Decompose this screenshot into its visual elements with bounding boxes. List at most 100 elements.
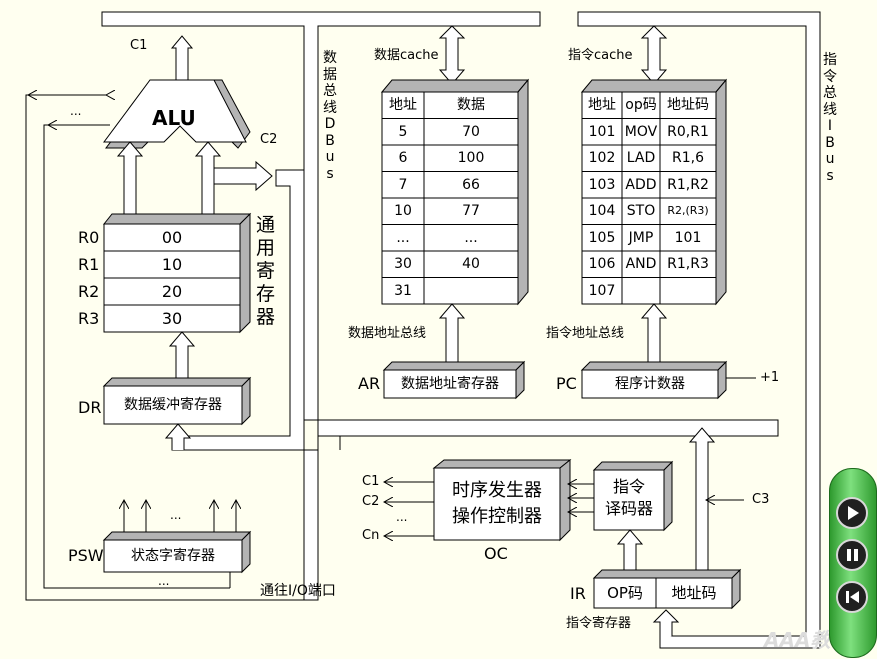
table-cell: R1,R2 [667, 176, 709, 193]
table-header-cell: 数据 [457, 97, 485, 113]
data-addr-bus-label: 数据地址总线 [348, 326, 427, 341]
general-regs-label: 通 用 寄 存 器 [256, 214, 276, 328]
plus-one-label: +1 [760, 370, 780, 385]
psw-outputs [124, 500, 236, 532]
alu-to-bus-arrow [213, 160, 273, 192]
table-cell: 31 [394, 282, 412, 299]
ir-label: IR [570, 584, 586, 603]
table-cell: 7 [398, 176, 408, 193]
pc-up-arrow [640, 303, 668, 363]
table-cell: ADD [625, 176, 657, 193]
data-table-shape [380, 78, 530, 306]
table-cell: 100 [457, 150, 485, 166]
pc-label: PC [556, 374, 577, 393]
instr-cache-label: 指令cache [568, 48, 633, 63]
ibus-label: 指 令 总 线 I B u s [823, 52, 837, 184]
instr-table-shape [580, 78, 728, 306]
dr-label: DR [78, 398, 102, 417]
alu-shape [103, 79, 251, 149]
table-cell: 5 [398, 123, 408, 140]
table-cell [660, 278, 716, 305]
dots-psw-top: ... [170, 508, 182, 522]
decoder-box: 指令 译码器 [604, 477, 653, 518]
ir-op-field: OP码 [607, 584, 643, 602]
c3-label: C3 [752, 492, 770, 507]
oc-box: 时序发生器 操作控制器 [452, 480, 542, 527]
c1-top-label: C1 [130, 38, 148, 53]
table-cell: JMP [628, 229, 654, 246]
decoder-box-shape [592, 460, 674, 532]
c2-alu-label: C2 [260, 132, 278, 147]
psw-box: 状态字寄存器 [131, 548, 215, 564]
register-name: R0 [78, 228, 100, 247]
table-cell: R0,R1 [667, 123, 709, 140]
dbus-label: 数 据 总 线 D B u s [323, 50, 337, 182]
ar-label: AR [358, 374, 381, 393]
pause-icon [847, 549, 858, 561]
table-cell [424, 278, 518, 305]
table-cell: R1,6 [672, 150, 704, 166]
dr-box-shape [102, 376, 252, 426]
register-row: R2 20 [76, 278, 242, 305]
data-cache-label: 数据cache [374, 48, 439, 63]
table-cell: 6 [398, 150, 408, 166]
rewind-button[interactable] [836, 581, 868, 613]
dots-alu: ... [70, 104, 82, 118]
ar-box: 数据地址寄存器 [401, 376, 499, 392]
oc-label: OC [484, 544, 508, 563]
table-cell: 40 [462, 256, 480, 272]
play-icon [848, 506, 859, 520]
bus-to-ir-arrow [652, 609, 680, 640]
pause-button[interactable] [836, 539, 868, 571]
alu-output-arrow [170, 35, 194, 81]
table-header-cell: 地址 [389, 97, 417, 113]
psw-box-shape [102, 530, 252, 574]
table-cell: 101 [674, 229, 702, 246]
alu-input-right [194, 141, 222, 215]
table-cell: AND [625, 256, 657, 272]
table-cell: R1,R3 [667, 256, 709, 272]
ir-caption: 指令寄存器 [566, 616, 632, 631]
pc-box-shape [580, 360, 728, 400]
register-name: R1 [78, 255, 100, 274]
cache-arrows [438, 25, 668, 85]
table-cell: 107 [588, 282, 616, 299]
table-cell: LAD [626, 150, 656, 166]
table-cell: ... [464, 229, 478, 246]
table-cell: 30 [394, 256, 412, 272]
register-value: 10 [161, 255, 183, 274]
table-cell: 102 [588, 150, 616, 166]
register-value: 00 [161, 228, 183, 247]
ar-up-arrow [438, 303, 466, 363]
table-cell: STO [626, 203, 656, 219]
ar-box-shape [382, 360, 526, 400]
dr-box: 数据缓冲寄存器 [124, 397, 222, 413]
dots-psw-bottom: ... [158, 574, 170, 588]
c2-label: C2 [362, 494, 380, 509]
play-button[interactable] [836, 497, 868, 529]
table-cell: 70 [462, 123, 480, 140]
bus-to-dr-arrow [164, 423, 192, 450]
ir-to-pc-arrow [688, 427, 716, 570]
table-cell: 77 [462, 203, 480, 219]
table-header-cell: 地址 [588, 97, 616, 113]
ir-box-shape [592, 568, 742, 610]
register-value: 20 [161, 282, 183, 301]
register-name: R3 [78, 309, 100, 328]
register-row: R1 10 [76, 251, 242, 278]
instr-addr-bus-label: 指令地址总线 [546, 326, 625, 341]
ir-to-decoder-arrow [616, 529, 644, 570]
table-cell: 103 [588, 176, 616, 193]
table-cell: 104 [588, 203, 616, 219]
table-header-cell: 地址码 [667, 97, 709, 113]
register-row: R0 00 [76, 224, 242, 251]
table-cell: 10 [394, 203, 412, 219]
register-file [102, 212, 252, 334]
psw-label: PSW [68, 546, 104, 565]
cn-label: Cn [362, 528, 380, 543]
skip-back-icon [846, 591, 859, 603]
register-name: R2 [78, 282, 100, 301]
table-cell: 105 [588, 229, 616, 246]
